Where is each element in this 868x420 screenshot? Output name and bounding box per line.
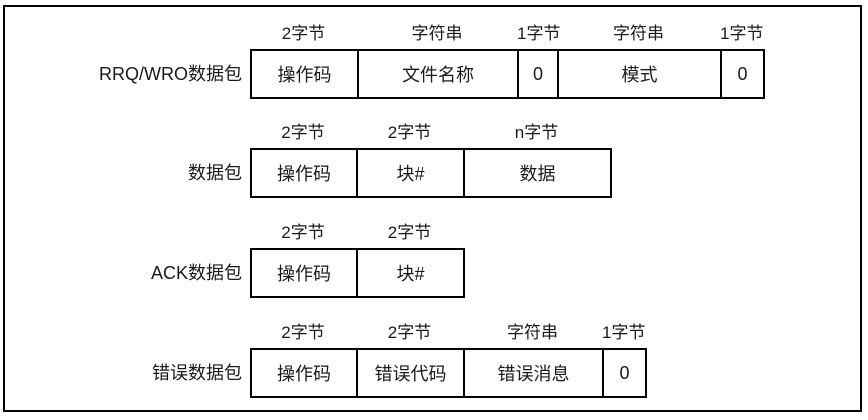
packet-label: 错误数据包: [152, 363, 242, 383]
field-size-row: 2字节 2字节 字符串 1字节: [250, 321, 647, 348]
field-cell: 文件名称: [359, 49, 519, 99]
field-cell: 操作码: [252, 49, 359, 99]
field-size-row: 2字节 2字节 n字节: [250, 121, 612, 148]
field-cell: 0: [519, 49, 559, 99]
packet-label: 数据包: [188, 163, 242, 183]
field-cell: 操作码: [252, 148, 358, 198]
field-cell: 块#: [358, 248, 465, 298]
field-size-label: 2字节: [387, 323, 432, 342]
field-size-label: 1字节: [720, 24, 764, 43]
field-cell-row: 操作码块#数据: [250, 148, 612, 198]
field-cell: 块#: [358, 148, 465, 198]
field-size-label: 2字节: [387, 223, 432, 242]
field-cell: 0: [604, 348, 647, 398]
field-size-row: 2字节 2字节: [250, 221, 465, 248]
field-cell: 操作码: [252, 248, 358, 298]
packet-label: RRQ/WRO数据包: [99, 64, 242, 84]
field-size-label: 2字节: [387, 123, 432, 142]
field-size-label: 2字节: [281, 24, 326, 43]
field-cell: 操作码: [252, 348, 358, 398]
field-cell: 错误消息: [465, 348, 604, 398]
field-size-label: 字符串: [613, 24, 664, 43]
field-size-label: 字符串: [507, 323, 558, 342]
field-cell: 模式: [559, 49, 722, 99]
field-size-label: 2字节: [281, 123, 325, 142]
field-cell: 错误代码: [358, 348, 465, 398]
packet-label: ACK数据包: [150, 263, 242, 283]
field-size-label: 字符串: [411, 24, 463, 43]
field-size-label: 2字节: [281, 223, 325, 242]
field-size-label: 2字节: [281, 323, 325, 342]
field-cell-row: 操作码块#: [250, 248, 465, 298]
field-size-label: 1字节: [602, 323, 646, 342]
field-size-label: 1字节: [517, 24, 561, 43]
field-size-row: 2字节 字符串 1字节 字符串 1字节: [250, 22, 765, 49]
packet-fields: 2字节 2字节操作码块#: [250, 221, 465, 298]
field-size-label: n字节: [514, 123, 559, 142]
packet-fields: 2字节 2字节 n字节操作码块#数据: [250, 121, 612, 198]
field-cell: 0: [722, 49, 765, 99]
field-cell: 数据: [465, 148, 612, 198]
